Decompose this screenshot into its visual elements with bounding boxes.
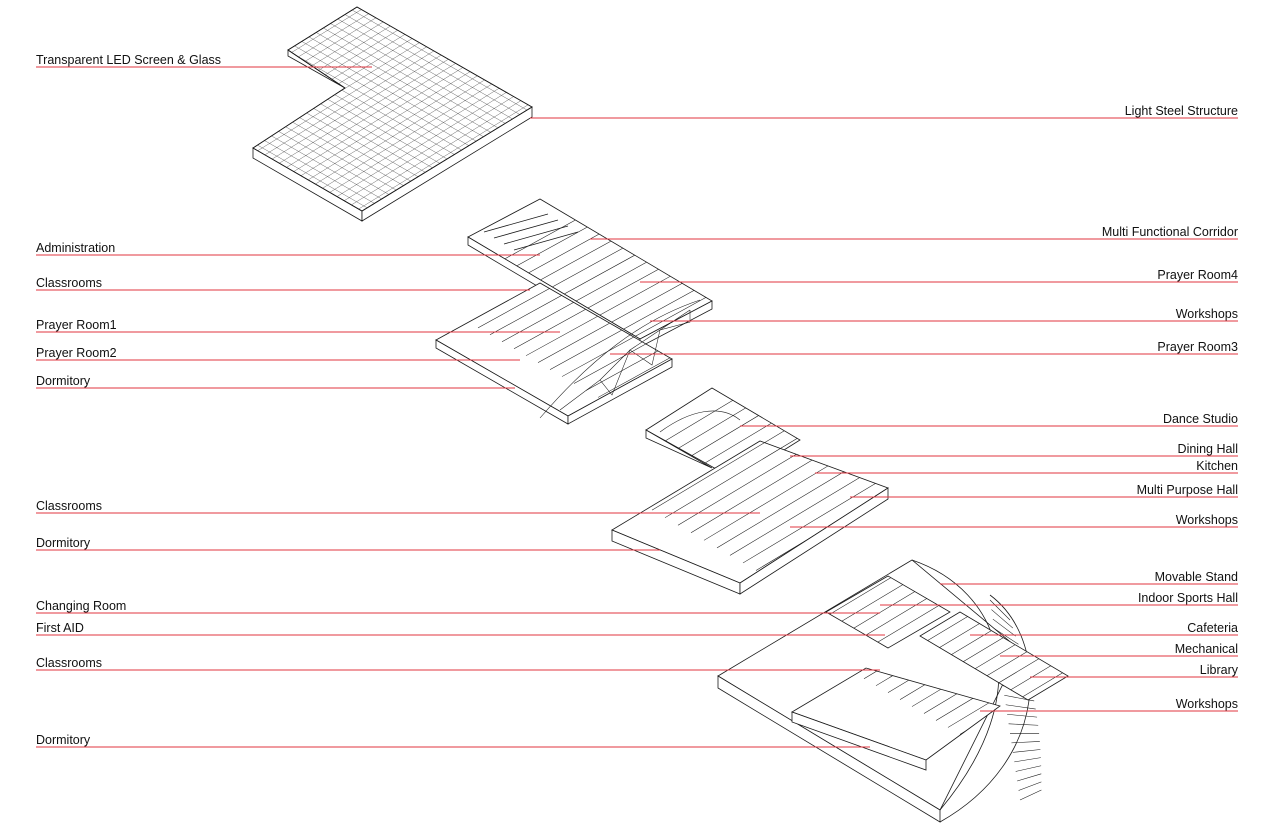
label-multi-corridor: Multi Functional Corridor bbox=[1102, 225, 1238, 239]
label-multi-purpose-hall: Multi Purpose Hall bbox=[1137, 483, 1238, 497]
label-cafeteria: Cafeteria bbox=[1187, 621, 1238, 635]
label-dormitory-3: Dormitory bbox=[36, 733, 91, 747]
label-workshops-2: Workshops bbox=[1176, 513, 1238, 527]
label-first-aid: First AID bbox=[36, 621, 84, 635]
level-1-floorplan bbox=[717, 559, 1069, 823]
label-prayer-room-2: Prayer Room2 bbox=[36, 346, 117, 360]
labels-right: Light Steel Structure Multi Functional C… bbox=[1102, 104, 1239, 711]
label-workshops-3: Workshops bbox=[1176, 697, 1238, 711]
label-workshops-1: Workshops bbox=[1176, 307, 1238, 321]
level-2-floorplan bbox=[611, 387, 889, 595]
labels-left: Transparent LED Screen & Glass Administr… bbox=[36, 53, 221, 747]
level-3-floorplan bbox=[435, 198, 713, 425]
label-light-steel: Light Steel Structure bbox=[1125, 104, 1238, 118]
label-administration: Administration bbox=[36, 241, 115, 255]
label-prayer-room-4: Prayer Room4 bbox=[1157, 268, 1238, 282]
label-mechanical: Mechanical bbox=[1175, 642, 1238, 656]
label-kitchen: Kitchen bbox=[1196, 459, 1238, 473]
label-classrooms-2: Classrooms bbox=[36, 499, 102, 513]
label-library: Library bbox=[1200, 663, 1239, 677]
roof-led-grid bbox=[252, 6, 533, 222]
label-led-screen: Transparent LED Screen & Glass bbox=[36, 53, 221, 67]
label-indoor-sports-hall: Indoor Sports Hall bbox=[1138, 591, 1238, 605]
label-movable-stand: Movable Stand bbox=[1155, 570, 1238, 584]
label-classrooms-3: Classrooms bbox=[36, 656, 102, 670]
label-changing-room: Changing Room bbox=[36, 599, 126, 613]
label-dormitory-2: Dormitory bbox=[36, 536, 91, 550]
label-dance-studio: Dance Studio bbox=[1163, 412, 1238, 426]
label-classrooms-1: Classrooms bbox=[36, 276, 102, 290]
label-dormitory-1: Dormitory bbox=[36, 374, 91, 388]
label-dining-hall: Dining Hall bbox=[1178, 442, 1238, 456]
label-prayer-room-3: Prayer Room3 bbox=[1157, 340, 1238, 354]
leader-lines bbox=[36, 66, 1238, 748]
label-prayer-room-1: Prayer Room1 bbox=[36, 318, 117, 332]
